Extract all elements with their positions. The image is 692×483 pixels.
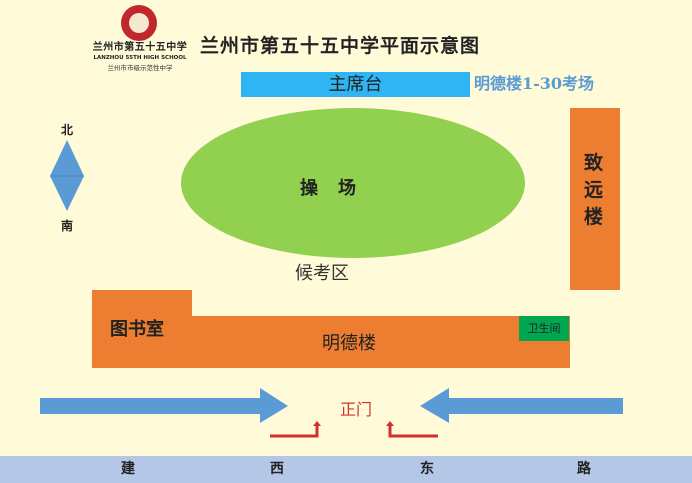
road-char: 西 — [270, 461, 284, 477]
arrow-right-icon — [40, 388, 288, 423]
arrow-left-icon — [420, 388, 623, 423]
library-label: 图书室 — [110, 319, 164, 340]
south-label: 南 — [61, 219, 74, 233]
sports-field — [181, 108, 525, 258]
waiting-area-label: 候考区 — [295, 263, 349, 284]
jianxi-east-road: 建 西 东 路 — [0, 456, 692, 483]
mingde-building — [92, 316, 570, 368]
road-char: 建 — [121, 461, 135, 477]
zhiyuan-building-label: 致远楼 — [584, 152, 604, 228]
sports-field-label: 操场 — [300, 178, 376, 199]
exam-room-note: 明德楼1-30考场 — [474, 74, 595, 93]
restroom: 卫生间 — [519, 316, 569, 341]
north-label: 北 — [61, 123, 74, 137]
road-char: 东 — [420, 461, 434, 477]
zhiyuan-building — [570, 108, 620, 290]
logo-name-en: LANZHOU 55TH HIGH SCHOOL — [93, 55, 187, 61]
compass-diamond-icon — [50, 140, 84, 211]
rostrum: 主席台 — [241, 72, 470, 97]
logo-name-cn: 兰州市第五十五中学 — [92, 42, 188, 53]
main-gate-label: 正门 — [340, 400, 373, 419]
gate-entry-left-icon — [270, 421, 321, 438]
mingde-building-label: 明德楼 — [322, 333, 376, 354]
logo-emblem — [129, 13, 149, 33]
road-char: 路 — [577, 461, 591, 477]
gate-entry-right-icon — [386, 421, 438, 438]
map-title: 兰州市第五十五中学平面示意图 — [200, 35, 481, 57]
logo-subtitle: 兰州市市级示范性中学 — [107, 64, 173, 72]
